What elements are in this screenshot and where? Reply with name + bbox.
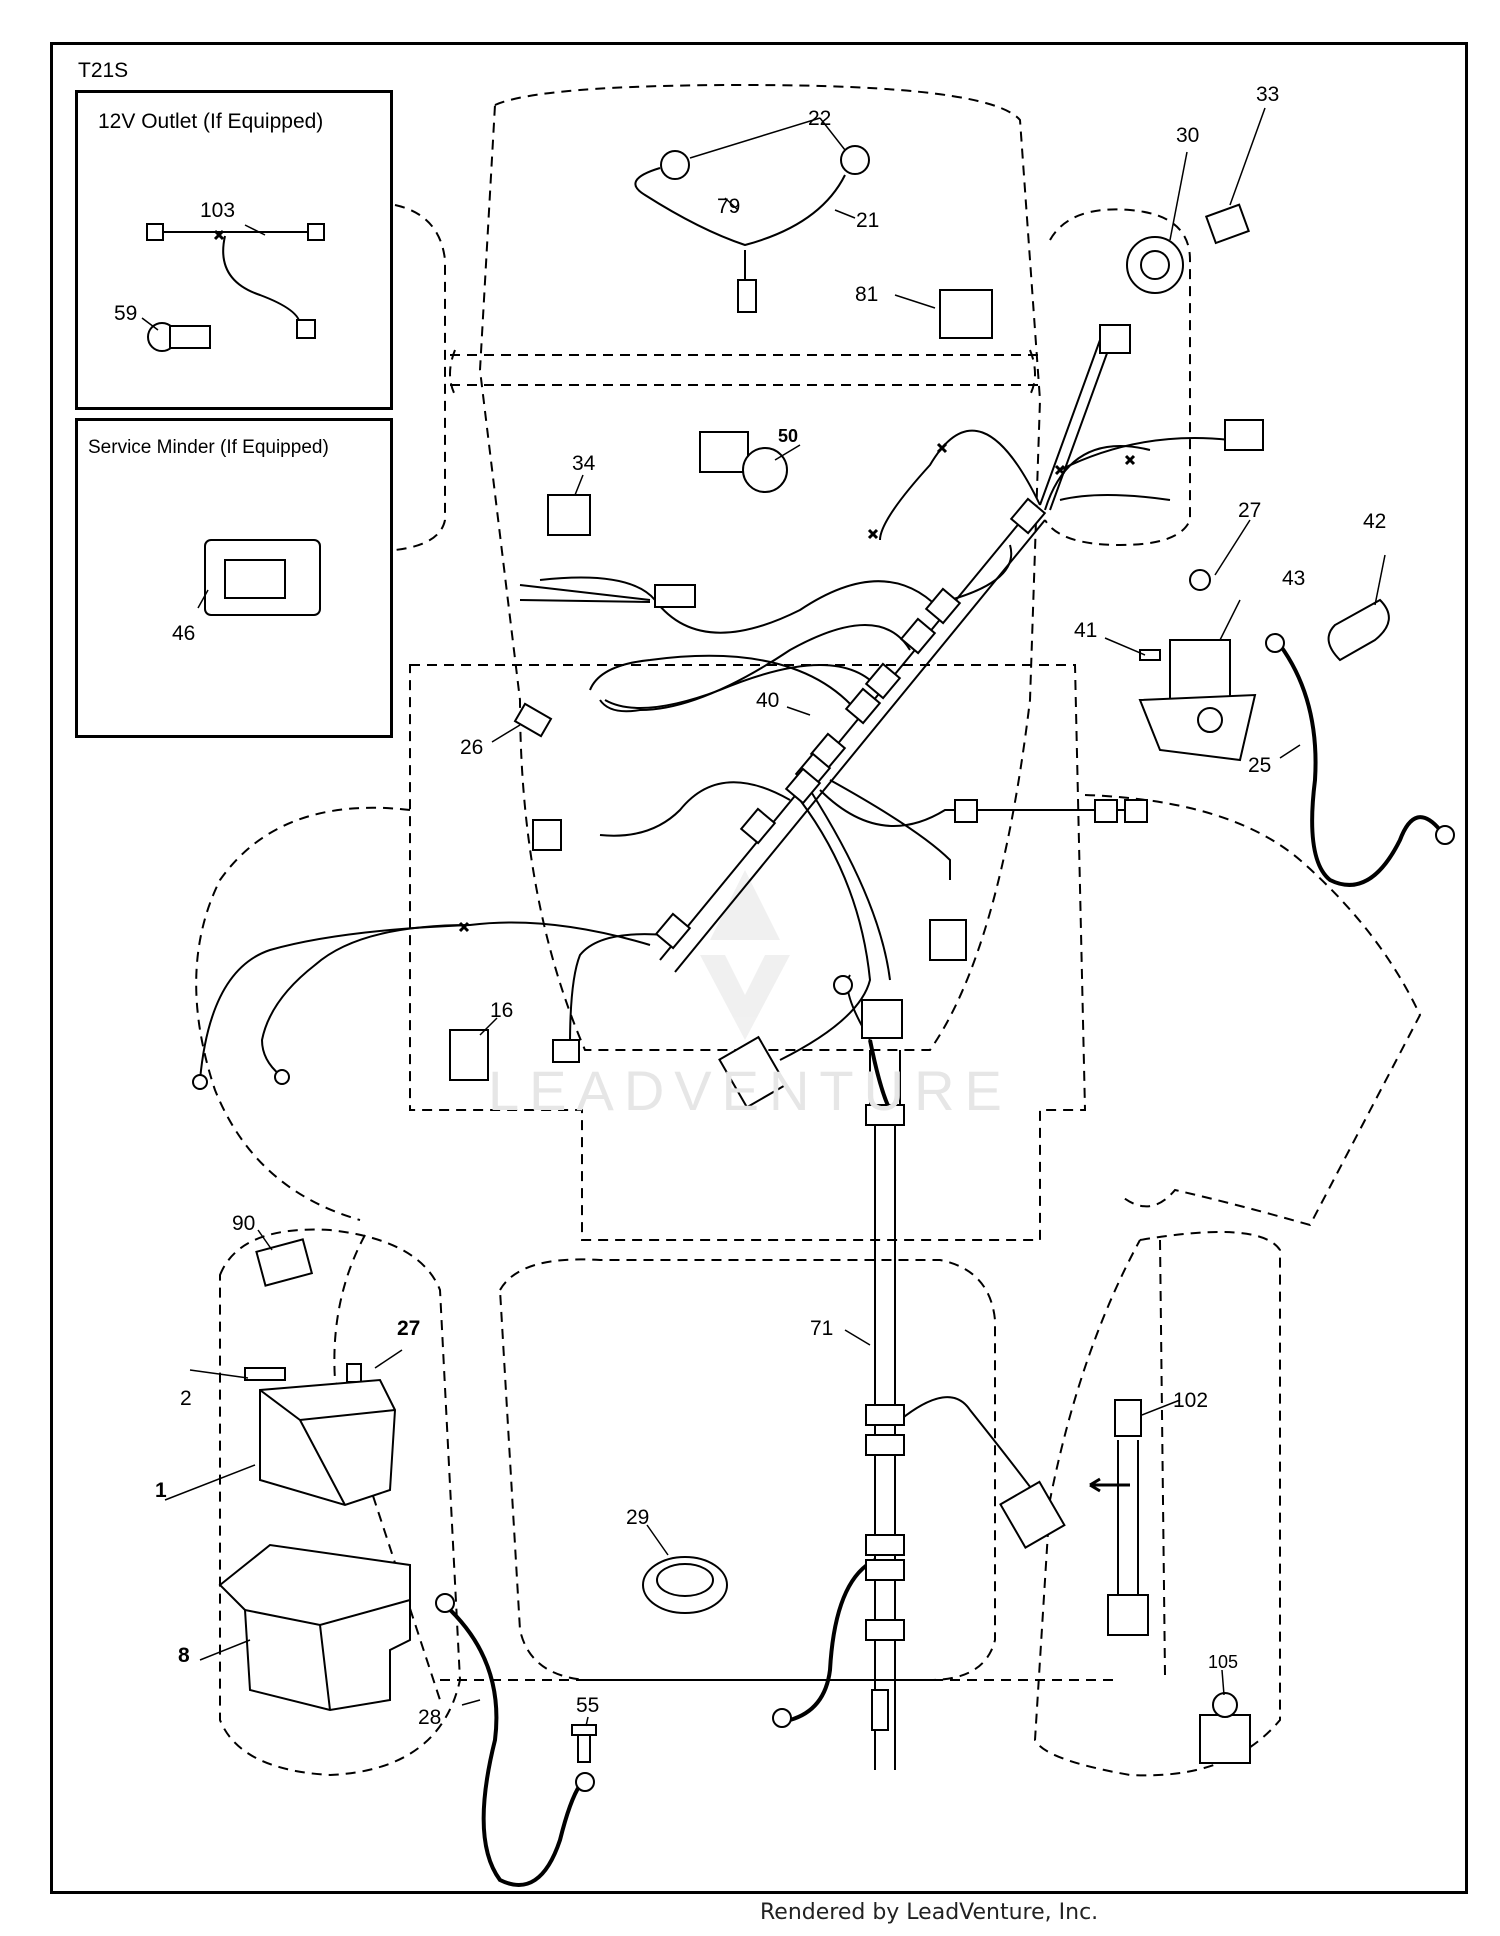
callout-27-battery: 27 [397, 1317, 421, 1340]
outlet-inset-box [75, 90, 393, 410]
callout-105: 105 [1208, 1652, 1239, 1672]
callout-41: 41 [1074, 619, 1098, 642]
watermark-text: LEADVENTURE [488, 1059, 1012, 1122]
tractor-outline [195, 83, 1422, 1777]
main-harness [199, 339, 1231, 1081]
callout-26: 26 [460, 736, 484, 759]
service-minder-inset-title: Service Minder (If Equipped) [88, 437, 329, 458]
right-wheel [1084, 794, 1422, 1227]
harness-71-sleeves [861, 999, 905, 1731]
callout-43: 43 [1282, 567, 1306, 590]
ring-terminals [192, 633, 1455, 1792]
callout-29: 29 [626, 1506, 650, 1529]
callout-46: 46 [172, 622, 196, 645]
diagram-code: T21S [78, 59, 129, 82]
callout-42: 42 [1363, 510, 1387, 533]
callout-30: 30 [1176, 124, 1200, 147]
outlet-inset-title: 12V Outlet (If Equipped) [98, 110, 324, 133]
harness-sleeves [654, 497, 1148, 950]
rear-left-inner [333, 1234, 441, 1701]
seat-outline [498, 1258, 996, 1681]
callout-22: 22 [808, 107, 832, 130]
screw-55-icon [571, 1724, 597, 1763]
hood-outline [478, 83, 1042, 1051]
callout-25: 25 [1248, 754, 1272, 777]
leader-lines [141, 107, 1386, 1727]
callout-16: 16 [490, 999, 514, 1022]
callout-81: 81 [855, 283, 879, 306]
rear-bumper [440, 1239, 1166, 1681]
callout-21: 21 [856, 209, 880, 232]
components [146, 145, 1390, 1764]
footer-credit: Rendered by LeadVenture, Inc. [760, 1900, 1099, 1925]
callout-50: 50 [778, 426, 799, 446]
callout-8: 8 [178, 1644, 190, 1667]
callout-59: 59 [114, 302, 138, 325]
callout-40: 40 [756, 689, 780, 712]
callout-33: 33 [1256, 83, 1280, 106]
watermark-logo-icon [700, 870, 790, 1040]
callout-34: 34 [572, 452, 596, 475]
dash-left-cap [449, 349, 1036, 396]
left-wheel [195, 806, 411, 1221]
callout-103: 103 [200, 199, 236, 222]
frame-center [409, 664, 1087, 1241]
callout-28: 28 [418, 1706, 442, 1729]
service-minder-inset-box [75, 418, 393, 738]
callout-79: 79 [717, 195, 741, 218]
arrow-icon [1089, 1477, 1130, 1493]
callout-90: 90 [232, 1212, 256, 1235]
cables [443, 643, 1442, 1887]
dash-band [450, 354, 1040, 386]
callout-102: 102 [1173, 1389, 1209, 1412]
right-fender [1044, 208, 1191, 547]
diagram-frame [50, 42, 1468, 1894]
callout-2: 2 [180, 1387, 192, 1410]
rear-right-box [1033, 1231, 1281, 1777]
callout-1: 1 [155, 1479, 167, 1502]
left-fender [394, 204, 446, 551]
callout-55: 55 [576, 1694, 600, 1717]
callout-71: 71 [810, 1317, 834, 1340]
callout-27-top: 27 [1238, 499, 1262, 522]
